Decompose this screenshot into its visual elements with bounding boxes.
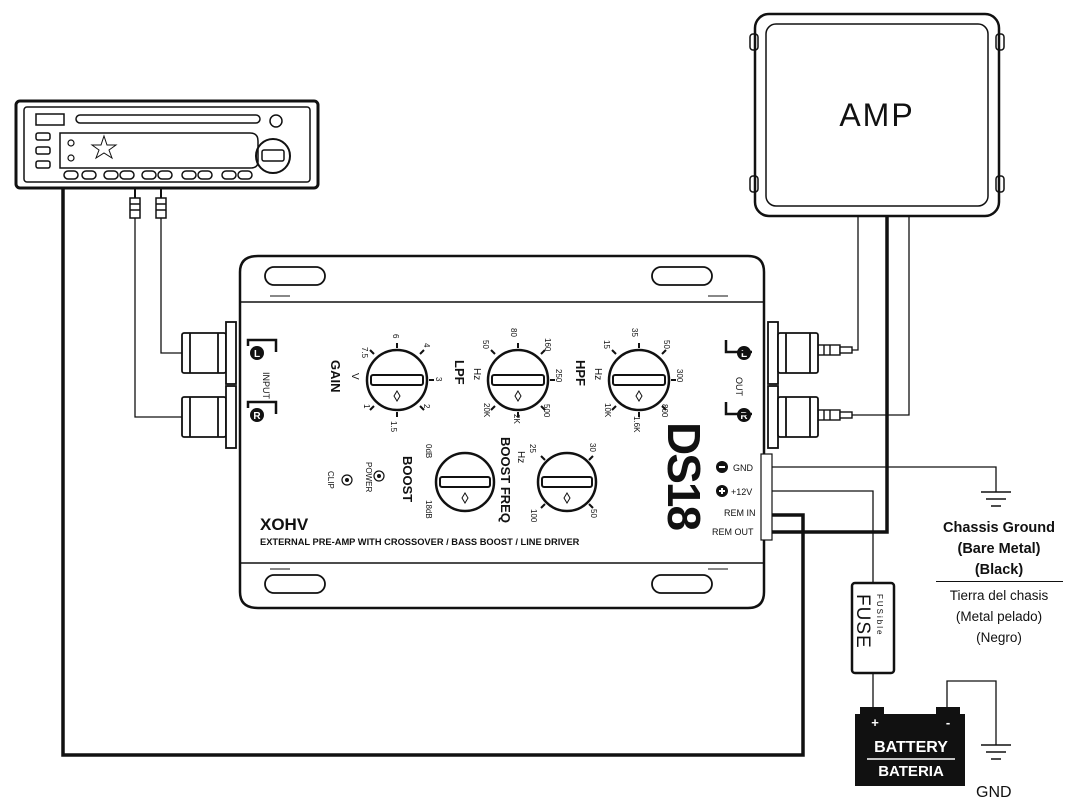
input-channel-badges: L R INPUT bbox=[246, 338, 278, 422]
svg-text:Hz: Hz bbox=[515, 451, 526, 463]
power-led-icon bbox=[373, 470, 385, 482]
svg-text:+12V: +12V bbox=[731, 487, 752, 497]
svg-text:7.5: 7.5 bbox=[360, 347, 369, 359]
svg-text:2K: 2K bbox=[512, 414, 521, 424]
svg-text:-: - bbox=[946, 715, 950, 730]
ds18-logo: DS18 bbox=[658, 422, 710, 530]
star-logo-icon bbox=[90, 134, 118, 160]
chassis-ground-icon bbox=[981, 491, 1011, 507]
fuse: FUSE FUSible bbox=[850, 581, 896, 675]
rem-in-terminal[interactable]: REM IN bbox=[724, 508, 756, 518]
chassis-ground-divider bbox=[936, 581, 1063, 582]
svg-text:50: 50 bbox=[589, 509, 598, 518]
svg-text:25: 25 bbox=[528, 444, 537, 453]
battery: + - BATTERY BATERIA bbox=[855, 707, 965, 786]
svg-text:18dB: 18dB bbox=[424, 500, 433, 519]
svg-text:35: 35 bbox=[630, 328, 639, 337]
svg-text:L: L bbox=[254, 349, 260, 360]
gain-ticks: 7.5 6 4 3 2 1.5 1 bbox=[360, 334, 443, 433]
output-rca-plugs bbox=[817, 344, 853, 421]
gnd-terminal[interactable]: GND bbox=[716, 461, 754, 473]
chassis-ground-label: Chassis Ground (Bare Metal) (Black) bbox=[943, 520, 1055, 578]
svg-text:BATTERY: BATTERY bbox=[874, 739, 948, 756]
svg-text:1: 1 bbox=[362, 404, 371, 409]
svg-text:GND: GND bbox=[733, 463, 754, 473]
svg-text:6: 6 bbox=[391, 334, 400, 339]
svg-text:BATERIA: BATERIA bbox=[878, 763, 944, 780]
svg-text:1.6K: 1.6K bbox=[632, 416, 641, 433]
chassis-ground-label-es: Tierra del chasis (Metal pelado) (Negro) bbox=[949, 588, 1049, 645]
svg-text:L: L bbox=[741, 349, 747, 360]
svg-text:+: + bbox=[871, 715, 879, 730]
plus12v-terminal[interactable]: +12V bbox=[716, 485, 752, 497]
svg-text:20K: 20K bbox=[482, 403, 491, 418]
input-label: INPUT bbox=[261, 372, 271, 400]
svg-text:4: 4 bbox=[422, 343, 431, 348]
lpf-label: LPF bbox=[452, 360, 467, 385]
model-subtitle: EXTERNAL PRE-AMP WITH CROSSOVER / BASS B… bbox=[260, 537, 580, 547]
hpf-ticks: 15 35 50 300 800 1.6K 10K bbox=[602, 328, 684, 433]
clip-led-icon bbox=[341, 474, 353, 486]
hpf-label: HPF bbox=[573, 360, 588, 386]
volume-knob-icon[interactable] bbox=[255, 138, 291, 174]
svg-text:FUSE: FUSE bbox=[852, 594, 873, 649]
svg-text:V: V bbox=[349, 373, 360, 380]
preamp-device: L R INPUT L R OUT bbox=[181, 254, 819, 610]
svg-text:15: 15 bbox=[602, 340, 611, 349]
svg-text:FUSible: FUSible bbox=[875, 594, 884, 636]
gain-knob[interactable] bbox=[365, 343, 434, 417]
rem-out-terminal[interactable]: REM OUT bbox=[712, 527, 754, 537]
output-label: OUT bbox=[734, 377, 744, 397]
model-name: XOHV bbox=[260, 515, 309, 534]
svg-text:3: 3 bbox=[434, 377, 443, 382]
boost-knob[interactable] bbox=[434, 451, 496, 513]
svg-text:160: 160 bbox=[543, 338, 552, 352]
svg-text:R: R bbox=[253, 411, 261, 422]
svg-text:100: 100 bbox=[529, 509, 538, 523]
svg-text:POWER: POWER bbox=[364, 462, 373, 492]
boost-freq-knob[interactable] bbox=[536, 451, 598, 513]
svg-text:800: 800 bbox=[660, 404, 669, 418]
svg-text:0dB: 0dB bbox=[424, 444, 433, 458]
svg-text:300: 300 bbox=[675, 369, 684, 383]
lpf-knob[interactable] bbox=[486, 343, 555, 417]
lpf-ticks: 50 80 160 250 500 2K 20K bbox=[481, 328, 563, 424]
gain-label: GAIN bbox=[328, 360, 343, 393]
wires bbox=[61, 188, 997, 757]
output-channel-badges: L R OUT bbox=[724, 340, 752, 422]
input-jacks[interactable] bbox=[181, 321, 237, 449]
svg-text:500: 500 bbox=[542, 404, 551, 418]
svg-text:1.5: 1.5 bbox=[389, 421, 398, 433]
svg-text:30: 30 bbox=[588, 443, 597, 452]
boost-freq-label: BOOST FREQ bbox=[498, 437, 513, 523]
hpf-knob[interactable] bbox=[607, 343, 676, 417]
output-jacks[interactable] bbox=[767, 321, 819, 449]
svg-text:10K: 10K bbox=[603, 403, 612, 418]
head-unit bbox=[14, 99, 320, 219]
battery-ground-icon bbox=[981, 744, 1011, 760]
boost-label: BOOST bbox=[400, 456, 415, 502]
svg-text:CLIP: CLIP bbox=[326, 471, 335, 489]
svg-text:Hz: Hz bbox=[471, 368, 482, 380]
svg-text:R: R bbox=[740, 411, 748, 422]
amp-label: AMP bbox=[839, 97, 914, 133]
svg-text:2: 2 bbox=[422, 404, 431, 409]
svg-text:Hz: Hz bbox=[592, 368, 603, 380]
svg-text:80: 80 bbox=[509, 328, 518, 337]
svg-text:50: 50 bbox=[662, 340, 671, 349]
svg-text:50: 50 bbox=[481, 340, 490, 349]
amplifier: AMP bbox=[749, 12, 1005, 218]
gnd-label: GND bbox=[976, 784, 1012, 801]
svg-text:250: 250 bbox=[554, 369, 563, 383]
